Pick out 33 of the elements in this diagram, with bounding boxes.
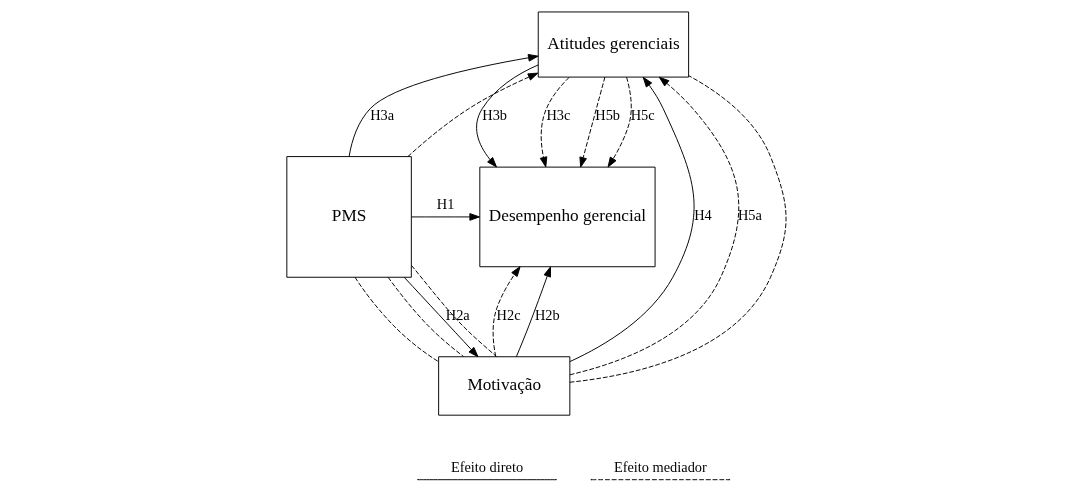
node-box: PMS	[286, 156, 412, 278]
legend-label: Efeito mediador	[613, 459, 707, 476]
arrow	[569, 76, 695, 363]
arrow	[607, 76, 632, 168]
connector	[411, 265, 497, 357]
arrow	[579, 76, 606, 168]
connector	[354, 276, 439, 362]
edge-label: H4	[694, 207, 712, 224]
edge-label: H3b	[482, 107, 508, 124]
node-box: Motivação	[438, 356, 571, 416]
arrow	[492, 266, 521, 357]
edge-label: H1	[436, 196, 455, 213]
arrow	[539, 76, 570, 168]
arrow	[348, 53, 539, 157]
edge-label: H2b	[534, 307, 560, 324]
edge-label: H5a	[737, 207, 762, 224]
arrow	[515, 266, 551, 357]
edge-label: H3a	[370, 107, 395, 124]
node-box: Desempenho gerencial	[479, 166, 656, 268]
arrow	[403, 276, 479, 358]
connector	[387, 276, 464, 357]
connector	[569, 75, 787, 383]
legend-label: Efeito direto	[450, 459, 524, 476]
arrow	[569, 76, 740, 376]
node-box: Atitudes gerenciais	[537, 11, 690, 78]
arrow	[476, 64, 539, 168]
edge-label: H5c	[630, 107, 655, 124]
edge-label: H2a	[445, 307, 470, 324]
arrow	[407, 72, 539, 158]
arrow	[410, 213, 480, 221]
edge-label: H3c	[546, 107, 571, 124]
edge-label: H2c	[496, 307, 521, 324]
edge-label: H5b	[595, 107, 621, 124]
